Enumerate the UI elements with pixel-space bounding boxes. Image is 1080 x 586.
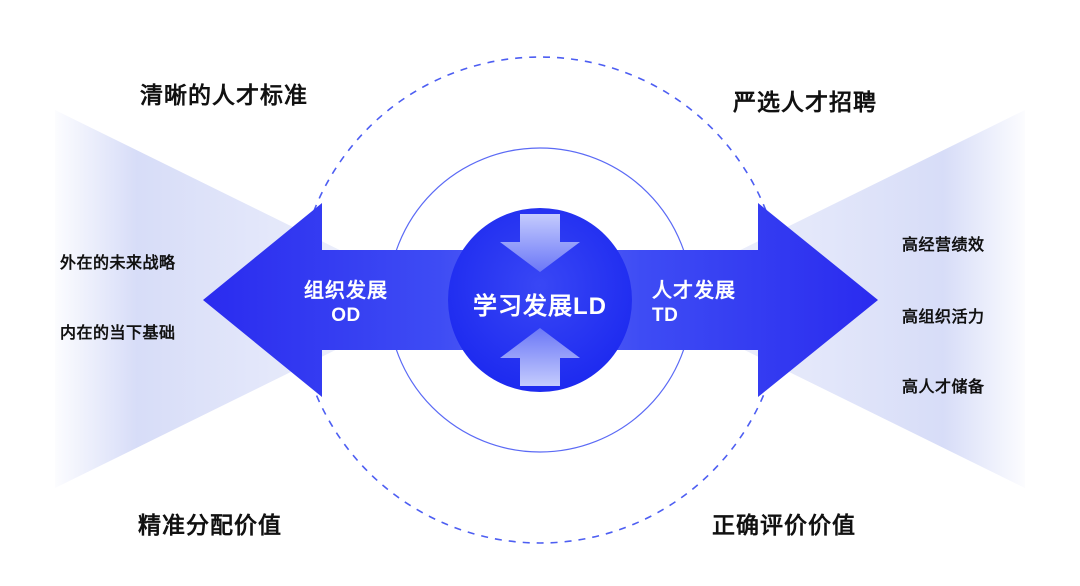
corner-label-bottom-left: 精准分配价值 (138, 512, 282, 538)
right-item-performance: 高经营绩效 (902, 237, 985, 254)
corner-label-bottom-right: 正确评价价值 (712, 512, 856, 538)
left-arrow-label: 组织发展 OD (300, 279, 392, 328)
up-arrow-icon (500, 328, 580, 386)
left-item-strategy: 外在的未来战略 (60, 255, 176, 272)
right-arrow-label: 人才发展 TD (652, 279, 744, 328)
down-arrow-icon (500, 214, 580, 272)
right-arrow-label-line1: 人才发展 (652, 280, 736, 302)
left-arrow-label-line2: OD (331, 305, 361, 326)
left-item-foundation: 内在的当下基础 (60, 325, 176, 342)
right-item-reserve: 高人才储备 (902, 379, 985, 396)
left-arrow-label-line1: 组织发展 (304, 280, 388, 302)
corner-label-top-left: 清晰的人才标准 (140, 82, 308, 108)
corner-label-top-right: 严选人才招聘 (733, 89, 877, 115)
center-circle (448, 208, 632, 392)
center-circle-label: 学习发展LD (473, 293, 607, 320)
right-item-vitality: 高组织活力 (902, 309, 985, 326)
right-arrow-label-line2: TD (652, 305, 679, 326)
